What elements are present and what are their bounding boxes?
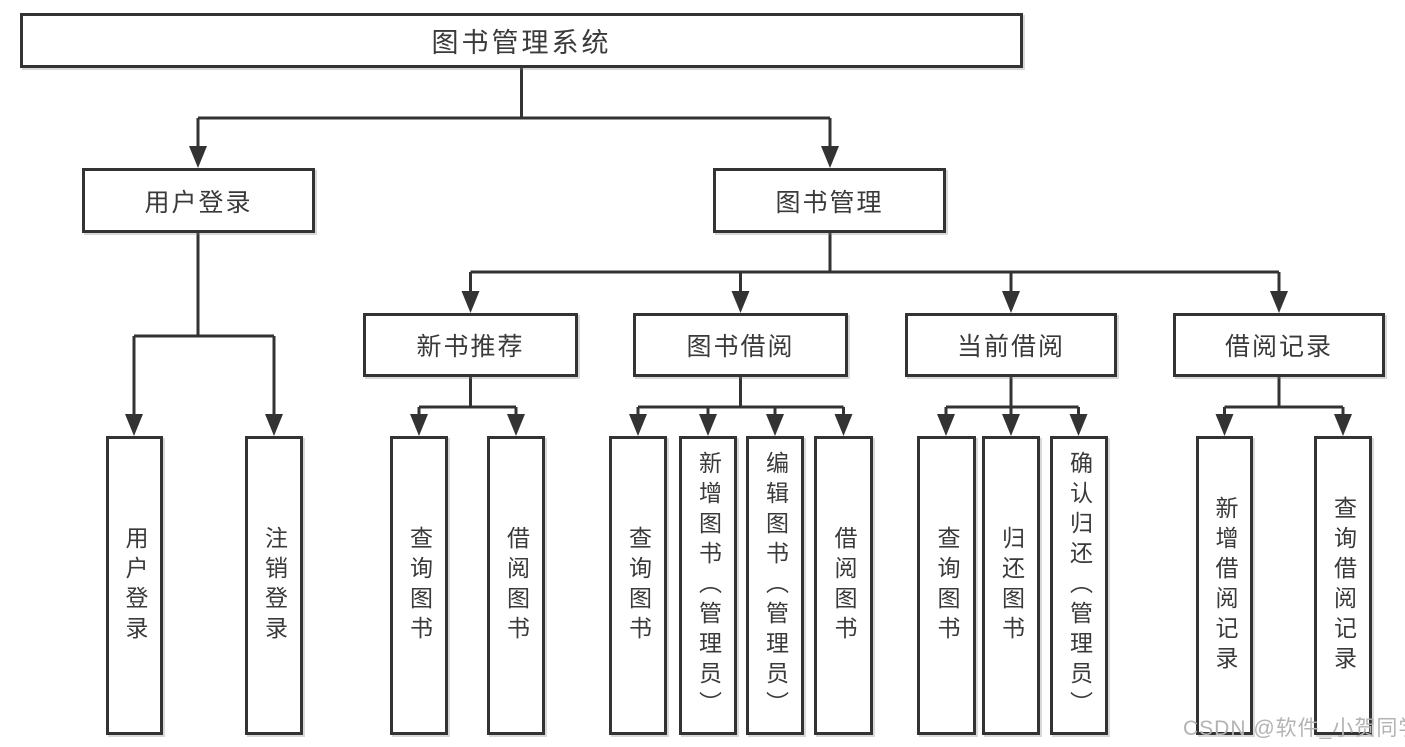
leaf-edit-books-admin: 编辑图书（管理员） <box>746 436 804 735</box>
node-new-book-recommend: 新书推荐 <box>363 313 578 377</box>
leaf-borrow-books-recommend: 借阅图书 <box>487 436 545 735</box>
node-borrow-records: 借阅记录 <box>1173 313 1385 377</box>
node-book-borrowing: 图书借阅 <box>633 313 848 377</box>
node-user-login: 用户登录 <box>82 168 315 233</box>
node-library-management-system: 图书管理系统 <box>20 13 1023 68</box>
leaf-confirm-return-admin: 确认归还（管理员） <box>1050 436 1108 735</box>
leaf-query-books-recommend: 查询图书 <box>390 436 448 735</box>
leaf-add-borrow-record: 新增借阅记录 <box>1196 436 1253 735</box>
leaf-add-books-admin: 新增图书（管理员） <box>679 436 737 735</box>
leaf-logout: 注销登录 <box>245 436 303 735</box>
leaf-query-books-current: 查询图书 <box>917 436 976 735</box>
leaf-borrow-books: 借阅图书 <box>814 436 873 735</box>
leaf-query-books-borrowing: 查询图书 <box>609 436 667 735</box>
node-book-management: 图书管理 <box>713 168 946 233</box>
csdn-watermark: CSDN @软件_小贺同学 <box>1183 717 1405 740</box>
leaf-return-books: 归还图书 <box>982 436 1040 735</box>
leaf-user-login: 用户登录 <box>106 436 163 735</box>
leaf-query-borrow-record: 查询借阅记录 <box>1314 436 1372 735</box>
node-current-borrowing: 当前借阅 <box>905 313 1117 377</box>
